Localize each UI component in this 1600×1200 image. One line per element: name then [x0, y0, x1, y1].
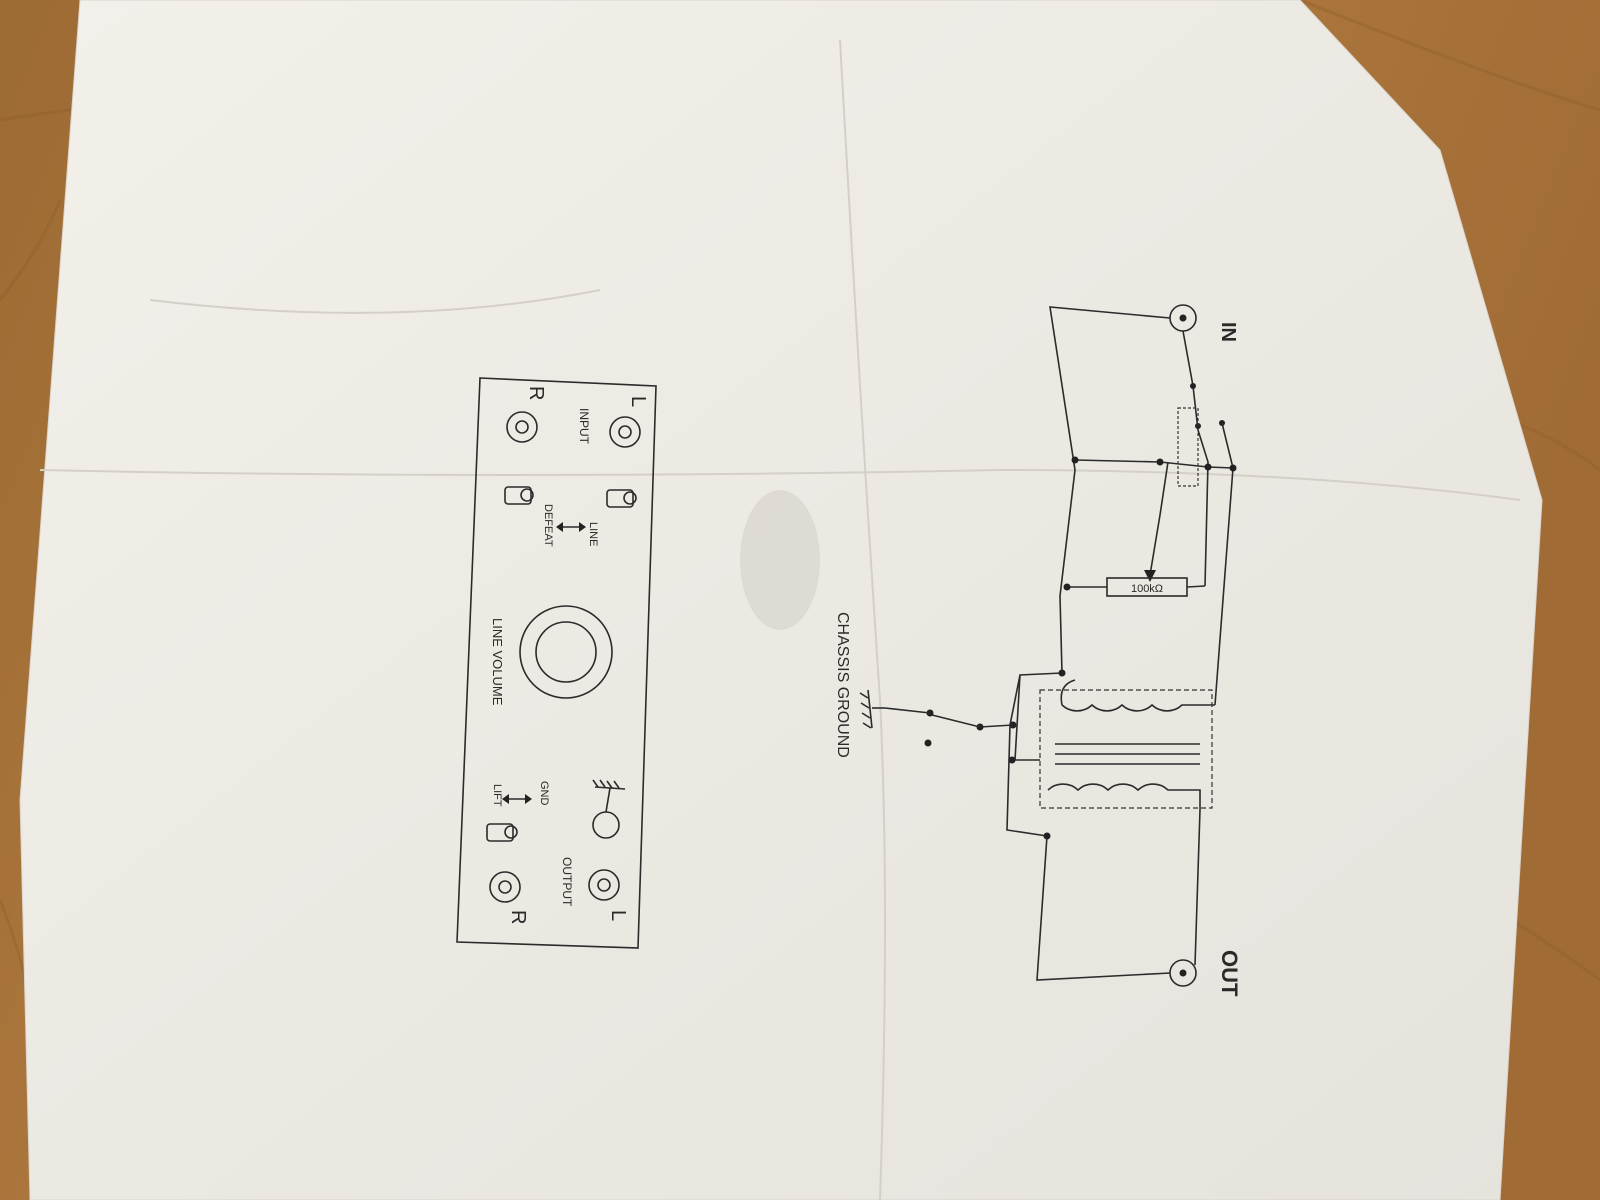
lift-label: LIFT [491, 784, 503, 807]
line-defeat-toggle-r [504, 486, 534, 505]
input-label: INPUT [577, 408, 591, 445]
output-l-label: L [607, 910, 629, 921]
gnd-lift-toggle [486, 823, 518, 842]
line-volume-label: LINE VOLUME [490, 618, 505, 706]
resistor-label: 100kΩ [1131, 583, 1163, 595]
paper-smudge [740, 490, 820, 630]
line-defeat-toggle-l [606, 489, 637, 508]
transformer-outline [1039, 689, 1213, 809]
in-label: IN [1217, 322, 1239, 342]
input-l-label: L [627, 396, 649, 407]
defeat-label: DEFEAT [542, 504, 554, 547]
chassis-ground-label: CHASSIS GROUND [834, 612, 851, 758]
output-r-label: R [507, 910, 529, 924]
double-arrow-icon [502, 794, 532, 804]
output-l-jack [588, 869, 620, 901]
chassis-ground-icon [859, 689, 885, 729]
double-arrow-icon [556, 522, 586, 532]
output-label: OUTPUT [560, 857, 574, 907]
front-panel: L R INPUT LINE DEFEAT LINE VOLU [456, 377, 657, 949]
line-label: LINE [587, 522, 599, 546]
output-r-jack [489, 871, 521, 903]
schematic: IN OUT 100kΩ [834, 304, 1242, 997]
secondary-coil [1047, 783, 1201, 966]
input-r-label: R [525, 386, 547, 400]
gnd-label: GND [538, 781, 550, 806]
input-r-jack [506, 411, 538, 443]
primary-coil [1060, 679, 1215, 712]
panel-outline [456, 377, 657, 949]
paper-folds [39, 39, 1521, 1200]
input-l-jack [609, 416, 641, 448]
line-volume-knob [519, 605, 613, 699]
paper-sheet [19, 0, 1543, 1200]
out-label: OUT [1217, 950, 1242, 997]
ground-terminal [592, 779, 626, 839]
